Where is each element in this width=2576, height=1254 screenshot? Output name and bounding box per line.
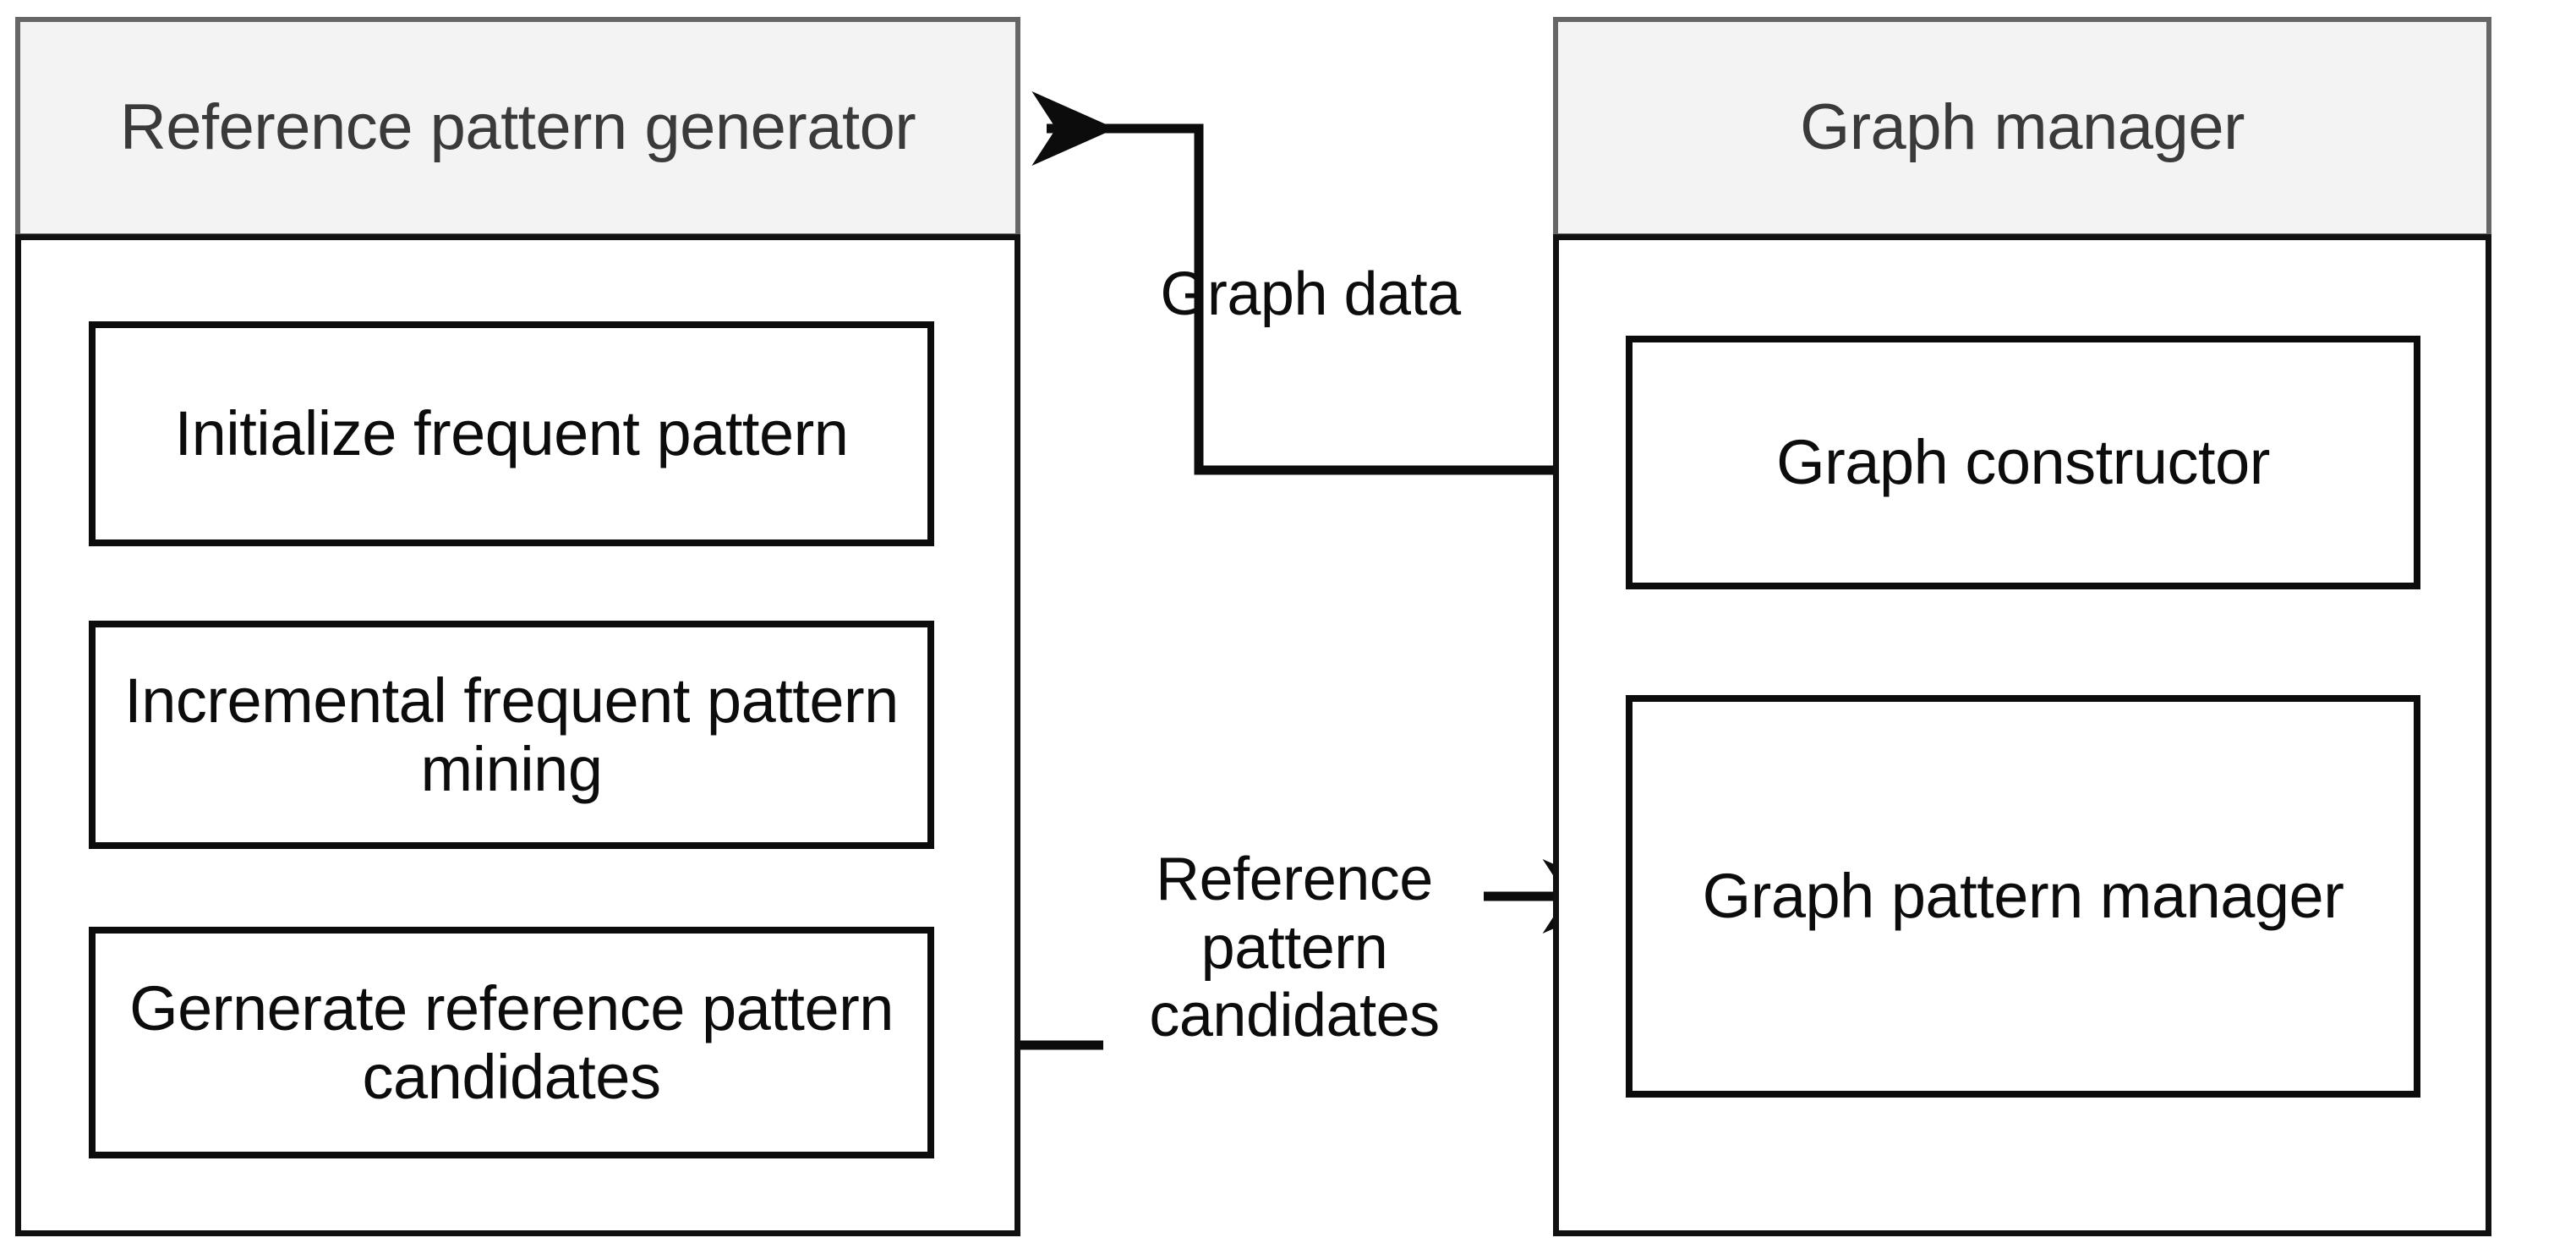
- node-incremental-frequent-pattern-mining[interactable]: Incremental frequent pattern mining: [89, 621, 934, 849]
- edge-label-graph-data: Graph data: [1160, 260, 1461, 328]
- panel-reference-pattern-generator: Reference pattern generator Initialize f…: [0, 0, 1027, 1243]
- node-initialize-frequent-pattern[interactable]: Initialize frequent pattern: [89, 321, 934, 546]
- panel-graph-manager: Graph manager Graph constructor Graph pa…: [1550, 0, 2576, 1243]
- panel-header-graph-manager[interactable]: Graph manager: [1553, 17, 2491, 238]
- edge-label-reference-pattern-candidates: Reference pattern candidates: [1149, 846, 1440, 1050]
- node-graph-pattern-manager[interactable]: Graph pattern manager: [1626, 695, 2420, 1098]
- node-graph-constructor[interactable]: Graph constructor: [1626, 336, 2420, 589]
- panel-header-reference-pattern-generator[interactable]: Reference pattern generator: [15, 17, 1020, 238]
- node-gernerate-reference-pattern-candidates[interactable]: Gernerate reference pattern candidates: [89, 927, 934, 1158]
